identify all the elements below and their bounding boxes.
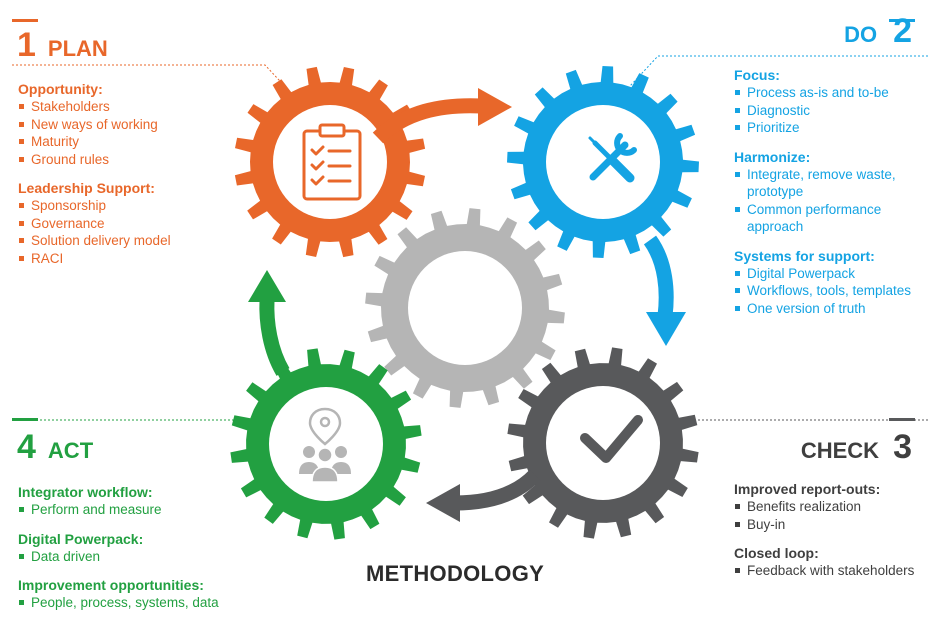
check-corner-bar [889, 418, 915, 421]
do-corner-bar [889, 19, 915, 22]
plan-leader-line [12, 64, 293, 95]
check-number: 3 [893, 428, 912, 466]
do-to-check-arrow [643, 235, 686, 346]
plan-corner-bar [12, 19, 38, 22]
act-number: 4 [17, 428, 36, 466]
center-gear [365, 208, 565, 408]
check-section-title: Closed loop: [734, 545, 819, 561]
list-item: Sponsorship [18, 197, 248, 215]
do-section-title: Harmonize: [734, 148, 811, 165]
wrench-screwdriver-icon [588, 133, 637, 183]
list-item: Buy-in [734, 516, 934, 534]
list-item: Perform and measure [18, 501, 268, 519]
diagram-title: METHODOLOGY [366, 561, 545, 586]
plan-gear [234, 66, 426, 258]
plan-phase-header: 1 PLAN [17, 26, 108, 65]
do-title: DO [844, 22, 878, 47]
act-section-title: Integrator workflow: [18, 484, 153, 500]
do-gear [507, 66, 699, 258]
act-phase-header: 4 ACT [17, 428, 93, 467]
list-item: Integrate, remove waste, prototype [734, 166, 934, 201]
plan-section-title: Leadership Support: [18, 180, 155, 196]
list-item: Solution delivery model [18, 232, 248, 250]
list-item: RACI [18, 250, 248, 268]
act-to-plan-arrow [248, 270, 290, 376]
list-item: Process as-is and to-be [734, 84, 934, 102]
list-item: Maturity [18, 133, 248, 151]
check-section: Improved report-outs:Benefits realizatio… [734, 480, 934, 533]
act-section: Improvement opportunities:People, proces… [18, 576, 268, 612]
check-section-title: Improved report-outs: [734, 481, 881, 497]
check-phase-header: CHECK 3 [801, 428, 912, 467]
act-bullet-list: People, process, systems, data [18, 594, 268, 612]
list-item: New ways of working [18, 116, 248, 134]
act-bullet-list: Perform and measure [18, 501, 268, 519]
check-bullet-list: Feedback with stakeholders [734, 562, 934, 580]
list-item: Feedback with stakeholders [734, 562, 934, 580]
check-gear [507, 347, 699, 539]
location-people-icon [299, 407, 351, 483]
check-to-act-arrow [426, 469, 541, 522]
checkmark-icon [580, 415, 643, 463]
list-item: Data driven [18, 548, 268, 566]
do-number: 2 [893, 12, 912, 50]
list-item: Diagnostic [734, 102, 934, 120]
do-phase-header: DO 2 [844, 12, 912, 51]
plan-number: 1 [17, 26, 36, 64]
plan-title: PLAN [47, 36, 108, 61]
list-item: Benefits realization [734, 498, 934, 516]
act-section: Digital Powerpack:Data driven [18, 530, 268, 566]
do-section: Harmonize:Integrate, remove waste, proto… [734, 148, 934, 236]
check-section: Closed loop:Feedback with stakeholders [734, 544, 934, 580]
act-section-title: Improvement opportunities: [18, 577, 204, 593]
list-item: People, process, systems, data [18, 594, 268, 612]
list-item: Ground rules [18, 151, 248, 169]
check-title: CHECK [800, 438, 880, 463]
list-item: Governance [18, 215, 248, 233]
do-section-title: Focus: [734, 67, 780, 83]
act-section-title: Digital Powerpack: [18, 530, 144, 547]
list-item: Digital Powerpack [734, 265, 934, 283]
act-bullet-list: Data driven [18, 548, 268, 566]
list-item: Common performance approach [734, 201, 934, 236]
list-item: Stakeholders [18, 98, 248, 116]
check-details: Improved report-outs:Benefits realizatio… [734, 480, 934, 591]
list-item: One version of truth [734, 300, 934, 318]
list-item: Prioritize [734, 119, 934, 137]
list-item: Workflows, tools, templates [734, 282, 934, 300]
clipboard-checklist-icon [302, 123, 362, 201]
do-section-title: Systems for support: [734, 247, 875, 264]
act-title: ACT [47, 438, 94, 463]
plan-to-do-arrow [372, 88, 512, 144]
act-section: Integrator workflow:Perform and measure [18, 483, 268, 519]
act-corner-bar [12, 418, 38, 421]
plan-section-title: Opportunity: [18, 81, 103, 97]
